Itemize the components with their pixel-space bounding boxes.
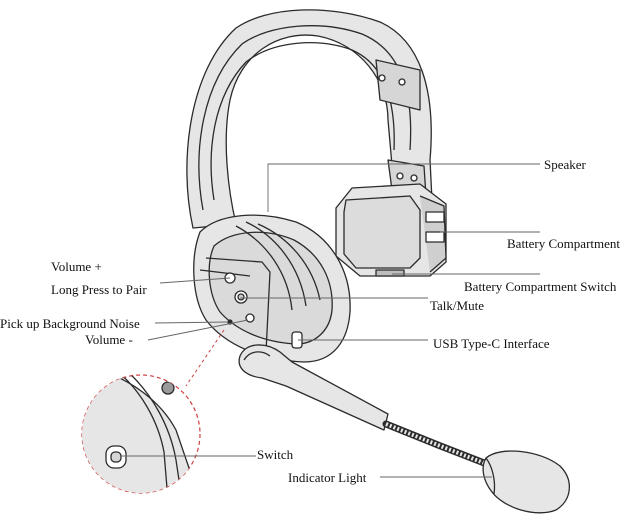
volume-plus-label: Volume + — [51, 259, 102, 274]
usb-type-c-label: USB Type-C Interface — [433, 336, 550, 351]
zoom-callout — [81, 329, 225, 494]
boom-microphone — [238, 344, 570, 514]
switch-label: Switch — [257, 447, 294, 462]
talk-mute-label: Talk/Mute — [430, 298, 484, 313]
speaker-label: Speaker — [544, 157, 586, 172]
leader-lines — [120, 163, 540, 478]
pickup-noise-label: Pick up Background Noise — [0, 316, 140, 331]
right-ear-cup — [335, 183, 447, 277]
volume-minus-label: Volume - — [85, 332, 133, 347]
battery-compartment-label: Battery Compartment — [507, 236, 621, 251]
left-ear-cup — [193, 214, 351, 363]
indicator-light-label: Indicator Light — [288, 470, 367, 485]
long-press-pair-label: Long Press to Pair — [51, 282, 147, 297]
battery-compartment-switch-label: Battery Compartment Switch — [464, 279, 617, 294]
